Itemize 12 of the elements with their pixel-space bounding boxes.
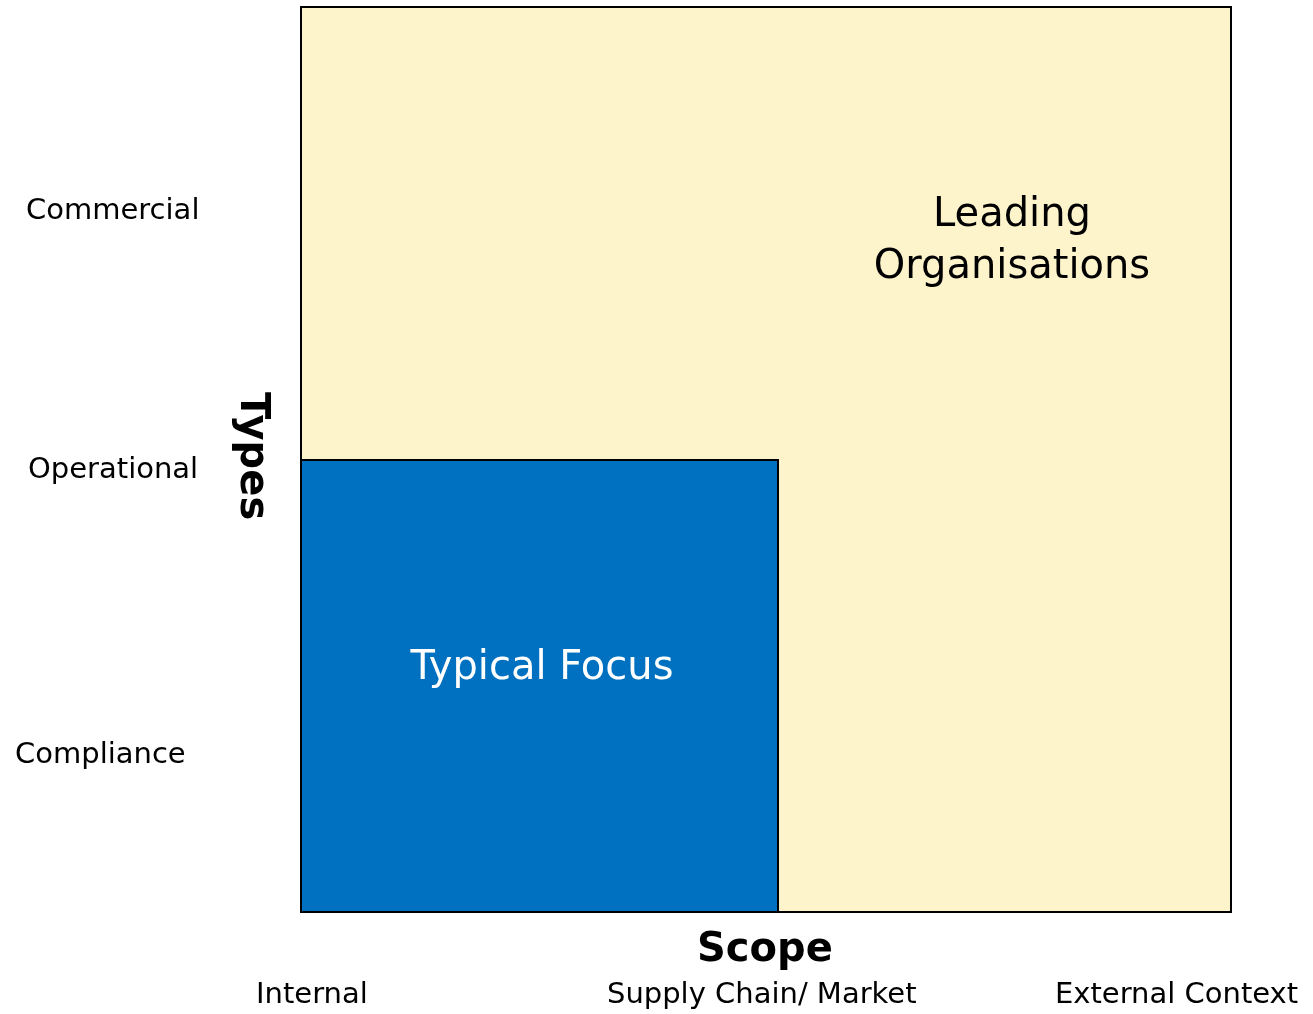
area-label: Leading Organisations [872,188,1152,289]
axis-tick-label: Commercial [26,192,200,226]
axis-tick-label: Supply Chain/ Market [607,976,917,1010]
quadrant-area [300,6,1232,913]
axis-tick-label: Operational [28,451,199,485]
axis-tick-label: External Context [1055,976,1299,1010]
focus-area [300,459,779,913]
axis-title: Scope [697,924,833,970]
axis-tick-label: Compliance [15,736,186,770]
axis-tick-label: Internal [256,976,368,1010]
area-label: Typical Focus [409,641,675,690]
axis-title: Types [232,392,278,521]
